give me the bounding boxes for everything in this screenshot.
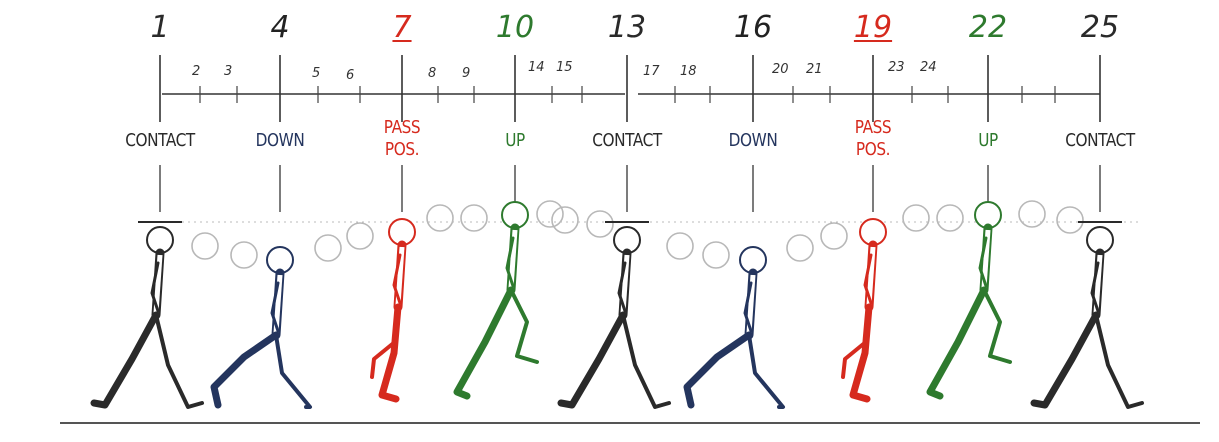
keyframe-number: 13 bbox=[607, 10, 647, 45]
inbetween-frame-label: 15 bbox=[556, 60, 573, 75]
pose-label: UP bbox=[468, 130, 562, 152]
keyframe-number: 4 bbox=[270, 10, 290, 45]
figure-front-leg bbox=[274, 333, 312, 409]
figure-front-leg bbox=[982, 288, 1012, 364]
pose-label: CONTACT bbox=[1053, 130, 1147, 152]
pose-label: DOWN bbox=[233, 130, 327, 152]
figure-back-leg bbox=[926, 286, 988, 400]
figure-down bbox=[210, 246, 312, 409]
ghost-head-circle bbox=[936, 204, 964, 232]
ghost-head-circle bbox=[551, 206, 579, 234]
figure-contact bbox=[557, 221, 671, 409]
ghost-head-circle bbox=[314, 234, 342, 262]
figure-contact bbox=[1030, 221, 1144, 409]
pose-label-line1: CONTACT bbox=[1065, 130, 1135, 151]
ghost-head-circle bbox=[426, 204, 454, 232]
keyframe-number: 25 bbox=[1080, 10, 1120, 45]
ghost-head-circle bbox=[902, 204, 930, 232]
inbetween-frame-label: 23 bbox=[888, 60, 905, 75]
figure-arm bbox=[1090, 261, 1100, 313]
figure-arm bbox=[978, 236, 988, 288]
ghost-head-circle bbox=[230, 241, 258, 269]
ghost-head-circle bbox=[586, 210, 614, 238]
pose-label-line2: POS. bbox=[384, 139, 420, 160]
figure-up bbox=[453, 201, 539, 400]
pose-label: CONTACT bbox=[580, 130, 674, 152]
pose-label-line1: UP bbox=[505, 130, 525, 151]
figure-front-leg bbox=[621, 313, 671, 409]
figure-front-leg bbox=[1094, 313, 1144, 409]
ghost-head-circle bbox=[1056, 206, 1084, 234]
figure-front-leg bbox=[841, 305, 871, 379]
keyframe-number: 1 bbox=[150, 10, 170, 45]
keyframe-number: 7 bbox=[392, 10, 412, 45]
ghost-head-circle bbox=[346, 222, 374, 250]
inbetween-frame-label: 14 bbox=[528, 60, 545, 75]
figure-front-leg bbox=[154, 313, 204, 409]
keyframe-number: 10 bbox=[495, 10, 535, 45]
figure-arm bbox=[617, 261, 627, 313]
ghost-head-circle bbox=[191, 232, 219, 260]
inbetween-frame-label: 21 bbox=[806, 62, 823, 77]
keyframe-number: 16 bbox=[733, 10, 773, 45]
figure-arm bbox=[392, 253, 402, 305]
figure-back-leg bbox=[557, 311, 627, 409]
figure-arm bbox=[505, 236, 515, 288]
ghost-head-circle bbox=[460, 204, 488, 232]
figure-front-leg bbox=[747, 333, 785, 409]
pose-label-line1: UP bbox=[978, 130, 998, 151]
inbetween-frame-label: 2 bbox=[192, 64, 201, 79]
figure-up bbox=[926, 201, 1012, 400]
figure-arm bbox=[863, 253, 873, 305]
inbetween-frame-label: 9 bbox=[462, 66, 471, 81]
ghost-head-circle bbox=[666, 232, 694, 260]
walk-figures bbox=[90, 201, 1144, 409]
ghost-head-circle bbox=[1018, 200, 1046, 228]
inbetween-frame-label: 6 bbox=[346, 68, 355, 83]
pose-label-line1: PASS bbox=[854, 117, 892, 138]
timing-chart bbox=[159, 55, 1101, 212]
pose-label-line1: CONTACT bbox=[592, 130, 662, 151]
figure-down bbox=[683, 246, 785, 409]
pose-label-line1: CONTACT bbox=[125, 130, 195, 151]
figure-arm bbox=[150, 261, 160, 313]
ghost-head-circle bbox=[702, 241, 730, 269]
inbetween-frame-label: 24 bbox=[920, 60, 937, 75]
inbetween-frame-label: 5 bbox=[312, 66, 321, 81]
pose-label-line1: DOWN bbox=[255, 130, 305, 151]
figure-contact bbox=[90, 221, 204, 409]
keyframe-number: 22 bbox=[968, 10, 1008, 45]
ghost-head-circle bbox=[786, 234, 814, 262]
figure-back-leg bbox=[683, 331, 753, 409]
figure-back-leg bbox=[1030, 311, 1100, 409]
ghost-head-circle bbox=[820, 222, 848, 250]
figure-arm bbox=[270, 281, 280, 333]
figure-pass bbox=[370, 218, 416, 403]
inbetween-frame-label: 18 bbox=[680, 64, 697, 79]
inbetween-frame-label: 17 bbox=[643, 64, 660, 79]
pose-label-line2: POS. bbox=[855, 139, 891, 160]
inbetween-frame-label: 3 bbox=[224, 64, 233, 79]
figure-back-leg bbox=[453, 286, 515, 400]
pose-label: UP bbox=[941, 130, 1035, 152]
pose-label-line1: PASS bbox=[383, 117, 421, 138]
pose-label-line1: DOWN bbox=[728, 130, 778, 151]
figure-back-leg bbox=[90, 311, 160, 409]
figure-front-leg bbox=[370, 305, 400, 379]
figure-back-leg bbox=[210, 331, 280, 409]
figure-front-leg bbox=[509, 288, 539, 364]
keyframe-number: 19 bbox=[853, 10, 893, 45]
pose-label: DOWN bbox=[706, 130, 800, 152]
figure-arm bbox=[743, 281, 753, 333]
pose-label: CONTACT bbox=[113, 130, 207, 152]
inbetween-frame-label: 8 bbox=[428, 66, 437, 81]
ghost-head-circle bbox=[536, 200, 564, 228]
inbetween-frame-label: 20 bbox=[772, 62, 789, 77]
figure-pass bbox=[841, 218, 887, 403]
